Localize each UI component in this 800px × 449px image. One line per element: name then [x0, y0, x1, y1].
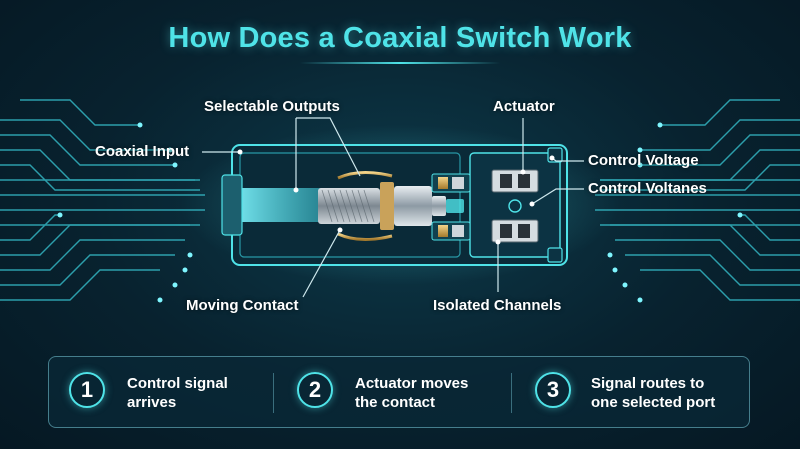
step-3: 3 Signal routes to one selected port [535, 357, 745, 427]
step-text-line: arrives [127, 393, 228, 412]
label-actuator: Actuator [493, 98, 555, 115]
label-control-voltanes: Control Voltanes [588, 180, 707, 197]
step-divider [273, 373, 274, 413]
title-underline [300, 62, 500, 64]
step-number-badge: 2 [297, 372, 333, 408]
coaxial-cable [318, 182, 446, 230]
label-isolated-channels: Isolated Channels [433, 297, 561, 314]
page-title: How Does a Coaxial Switch Work [0, 22, 800, 55]
circuit-traces-left [0, 100, 205, 300]
step-text-line: the contact [355, 393, 468, 412]
step-text: Actuator moves the contact [355, 374, 468, 412]
step-number-badge: 3 [535, 372, 571, 408]
step-divider [511, 373, 512, 413]
input-port [222, 175, 242, 235]
step-text: Control signal arrives [127, 374, 228, 412]
step-text-line: Actuator moves [355, 374, 468, 393]
step-text-line: Control signal [127, 374, 228, 393]
signal-beam [238, 188, 328, 222]
label-coaxial-input: Coaxial Input [95, 143, 189, 160]
step-number-badge: 1 [69, 372, 105, 408]
step-2: 2 Actuator moves the contact [297, 357, 517, 427]
step-text-line: one selected port [591, 393, 715, 412]
steps-panel: 1 Control signal arrives 2 Actuator move… [48, 356, 750, 428]
step-1: 1 Control signal arrives [69, 357, 289, 427]
label-control-voltage: Control Voltage [588, 152, 699, 169]
circuit-traces-right [595, 100, 800, 300]
step-text-line: Signal routes to [591, 374, 715, 393]
label-selectable-outputs: Selectable Outputs [204, 98, 340, 115]
label-moving-contact: Moving Contact [186, 297, 299, 314]
step-text: Signal routes to one selected port [591, 374, 715, 412]
